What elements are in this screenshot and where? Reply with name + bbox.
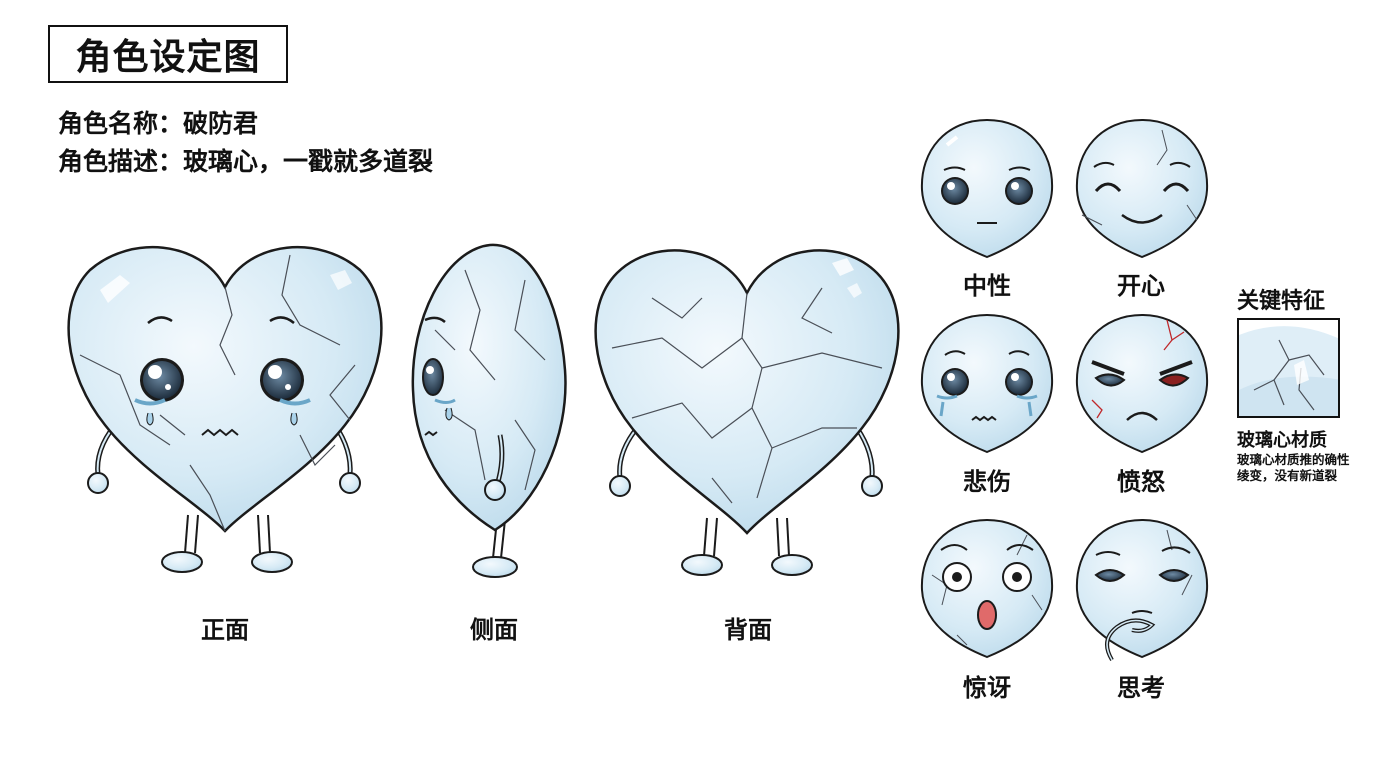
expression-label-angry: 愤怒	[1117, 468, 1165, 496]
expression-surprised-face	[920, 518, 1054, 659]
front-right-foot	[251, 551, 293, 573]
expression-sad-face	[920, 313, 1054, 454]
character-name: 角色名称：破防君	[58, 109, 259, 138]
view-label-front: 正面	[201, 616, 249, 644]
expression-label-happy: 开心	[1117, 272, 1165, 300]
feature-material-name: 玻璃心材质	[1237, 430, 1327, 451]
side-eye	[422, 358, 444, 396]
expression-label-neutral: 中性	[963, 272, 1011, 300]
back-view-figure	[594, 249, 900, 576]
expression-happy-face	[1075, 118, 1209, 259]
expression-label-sad: 悲伤	[963, 468, 1011, 496]
expression-label-surprised: 惊讶	[963, 674, 1011, 702]
front-left-eye	[140, 358, 184, 402]
page-title: 角色设定图	[48, 25, 288, 83]
side-view-figure	[411, 243, 567, 578]
side-body	[411, 243, 567, 532]
front-left-foot	[161, 551, 203, 573]
front-mouth	[201, 428, 239, 437]
view-label-back: 背面	[724, 616, 772, 644]
feature-material-description: 玻璃心材质推的确性绫变，没有新道裂	[1237, 452, 1350, 483]
front-view-figure	[67, 245, 383, 573]
front-legs	[184, 514, 271, 554]
expression-label-thinking: 思考	[1117, 674, 1165, 702]
expression-thinking-face	[1075, 518, 1209, 662]
key-feature-title: 关键特征	[1237, 289, 1326, 314]
expression-neutral-face	[920, 118, 1054, 259]
view-label-side: 侧面	[470, 616, 518, 644]
back-heart-body	[594, 249, 900, 535]
expression-angry-face	[1075, 313, 1209, 454]
character-description: 角色描述：玻璃心，一戳就多道裂	[58, 147, 434, 176]
glass-material-swatch	[1237, 318, 1340, 418]
front-right-eye	[260, 358, 304, 402]
front-cracks	[79, 254, 356, 532]
back-cracks	[611, 287, 883, 504]
